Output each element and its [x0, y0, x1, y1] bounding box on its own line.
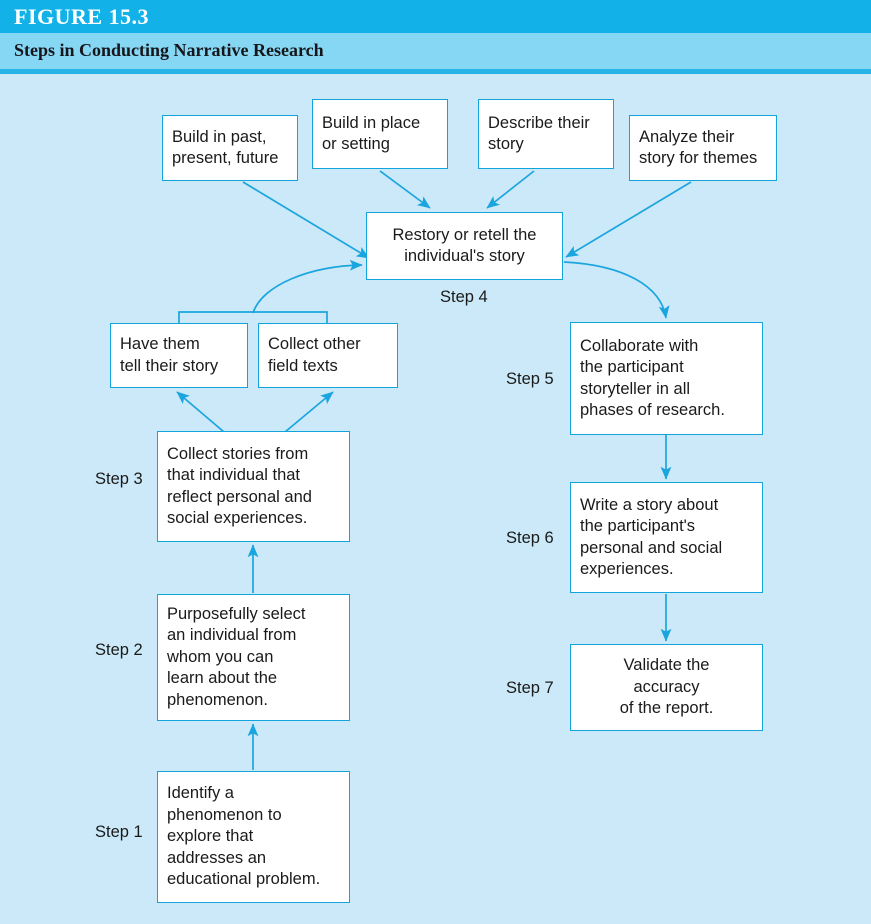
- step-label-5: Step 5: [506, 370, 554, 388]
- arrow-step3-to-field-texts: [284, 391, 334, 433]
- box-build-past-present-future[interactable]: Build in past,present, future: [162, 115, 298, 181]
- step-label-2: Step 2: [95, 641, 143, 659]
- bracket-collection-boxes: [178, 311, 328, 324]
- arrow-build-past-to-restory: [242, 181, 370, 259]
- arrow-analyze-to-restory: [565, 181, 692, 258]
- step-label-4: Step 4: [440, 288, 488, 306]
- step-label-7: Step 7: [506, 679, 554, 697]
- arrow-restory-to-step5: [563, 261, 670, 319]
- step-label-6: Step 6: [506, 529, 554, 547]
- arrow-build-place-to-restory: [379, 170, 431, 209]
- figure-number-band: FIGURE 15.3: [0, 0, 871, 33]
- figure-title: Steps in Conducting Narrative Research: [14, 40, 324, 60]
- figure-number-label: FIGURE 15.3: [14, 4, 150, 29]
- arrow-describe-to-restory: [486, 170, 535, 209]
- figure-title-band: Steps in Conducting Narrative Research: [0, 33, 871, 69]
- arrow-collection-to-restory: [252, 259, 363, 314]
- header-divider-rule: [0, 69, 871, 74]
- arrow-step3-to-have-them: [176, 391, 225, 433]
- box-text: Build in past,present, future: [172, 127, 279, 168]
- step-label-1: Step 1: [95, 823, 143, 841]
- step-label-3: Step 3: [95, 470, 143, 488]
